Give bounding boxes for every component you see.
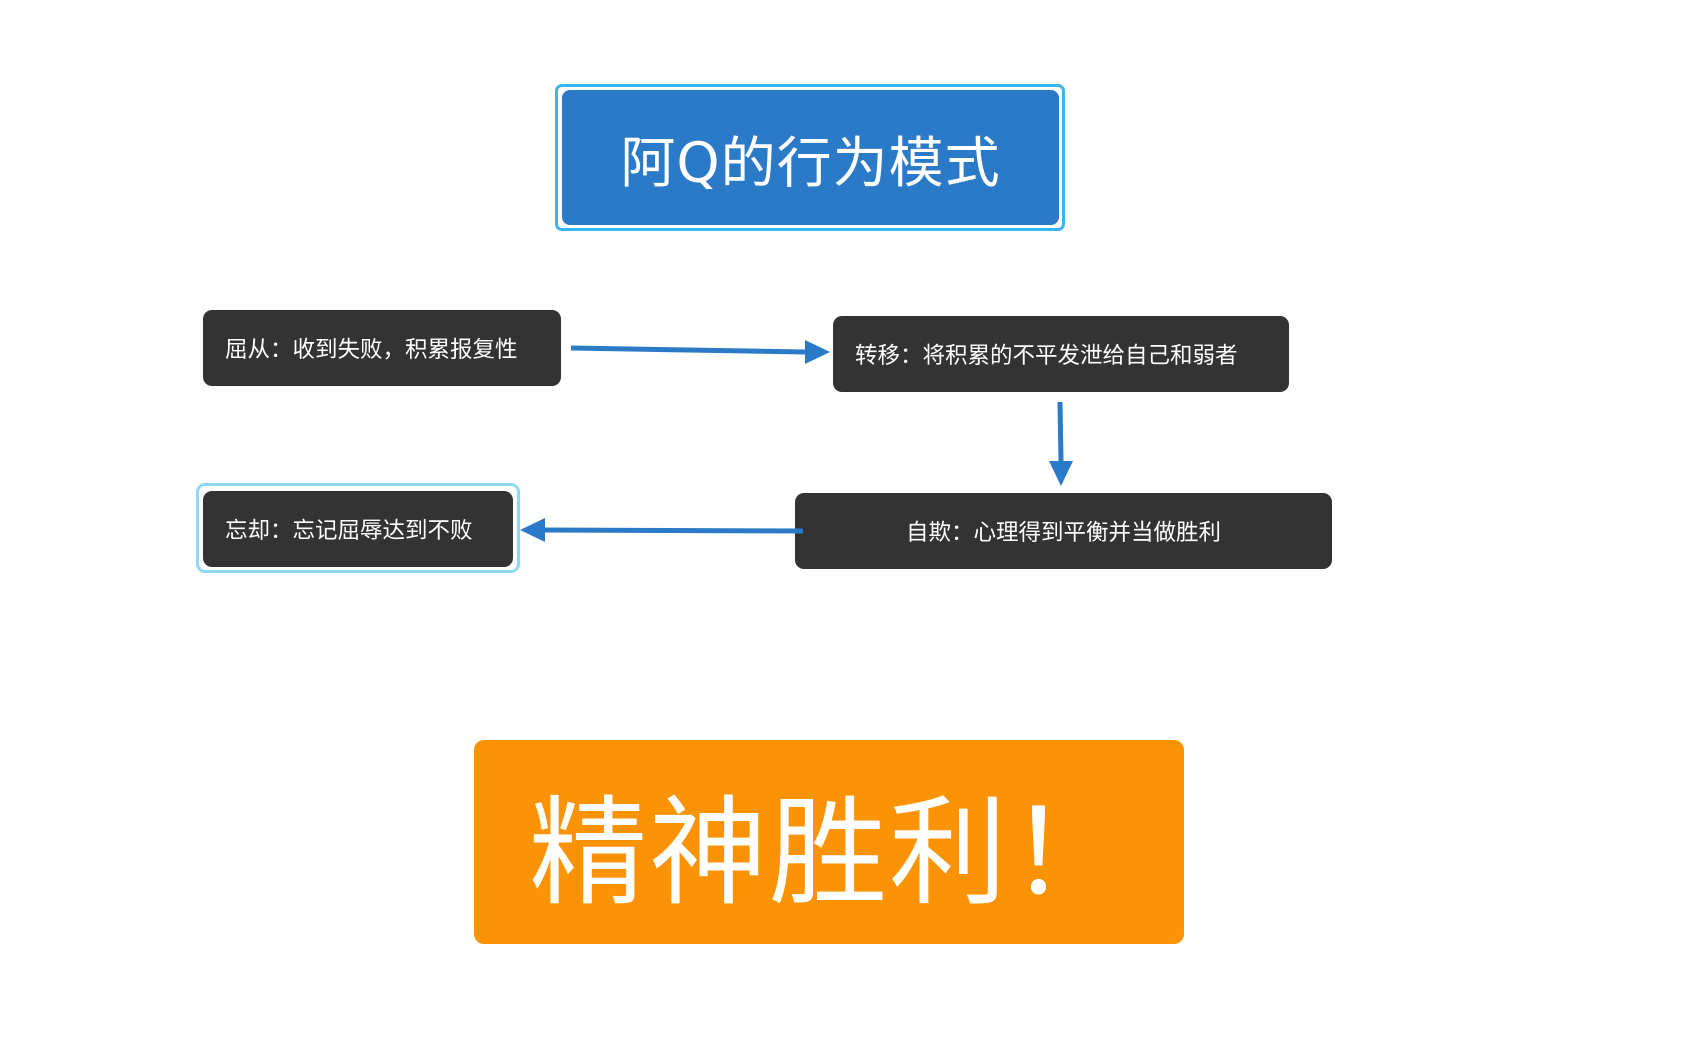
node-forgetting-label: 忘却：忘记屈辱达到不败	[225, 518, 473, 544]
result-banner[interactable]: 精神胜利！	[474, 740, 1184, 944]
arrow-submission-to-transfer[interactable]	[570, 340, 830, 364]
title-node[interactable]: 阿Q的行为模式	[562, 90, 1059, 225]
result-text: 精神胜利！	[529, 783, 1130, 922]
node-forgetting[interactable]: 忘却：忘记屈辱达到不败	[203, 491, 513, 567]
node-transfer[interactable]: 转移：将积累的不平发泄给自己和弱者	[833, 316, 1289, 392]
title-selection-frame	[555, 84, 1065, 231]
node-transfer-label: 转移：将积累的不平发泄给自己和弱者	[855, 343, 1238, 369]
node-self-deception[interactable]: 自欺：心理得到平衡并当做胜利	[795, 493, 1332, 569]
node-submission-label: 屈从：收到失败，积累报复性	[225, 337, 518, 363]
arrow-transfer-to-self-deception[interactable]	[1049, 401, 1073, 486]
title-text: 阿Q的行为模式	[620, 130, 1001, 195]
node-submission[interactable]: 屈从：收到失败，积累报复性	[203, 310, 561, 386]
selection-ring	[196, 483, 520, 573]
arrow-self-deception-to-forgetting[interactable]	[520, 518, 804, 542]
node-self-deception-label: 自欺：心理得到平衡并当做胜利	[905, 520, 1221, 546]
